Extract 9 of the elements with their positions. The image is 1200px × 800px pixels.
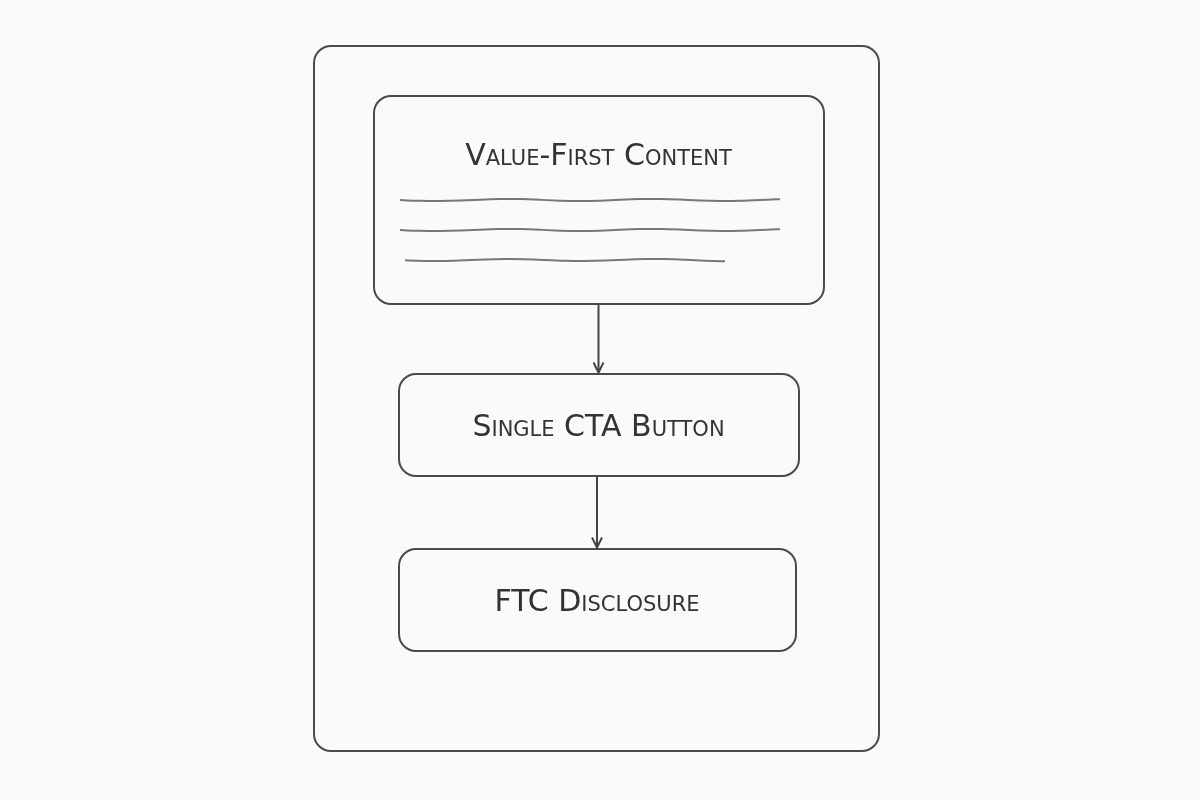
button-box xyxy=(397,372,800,477)
process-box xyxy=(397,547,797,652)
page-frame xyxy=(313,45,880,752)
arrow xyxy=(592,303,605,374)
process-box xyxy=(372,94,825,305)
box-label: FTC Disclosure xyxy=(493,582,701,617)
box-label: Single CTA Button xyxy=(471,407,726,442)
box-label: Value-First Content xyxy=(464,136,733,172)
arrow xyxy=(591,475,603,549)
